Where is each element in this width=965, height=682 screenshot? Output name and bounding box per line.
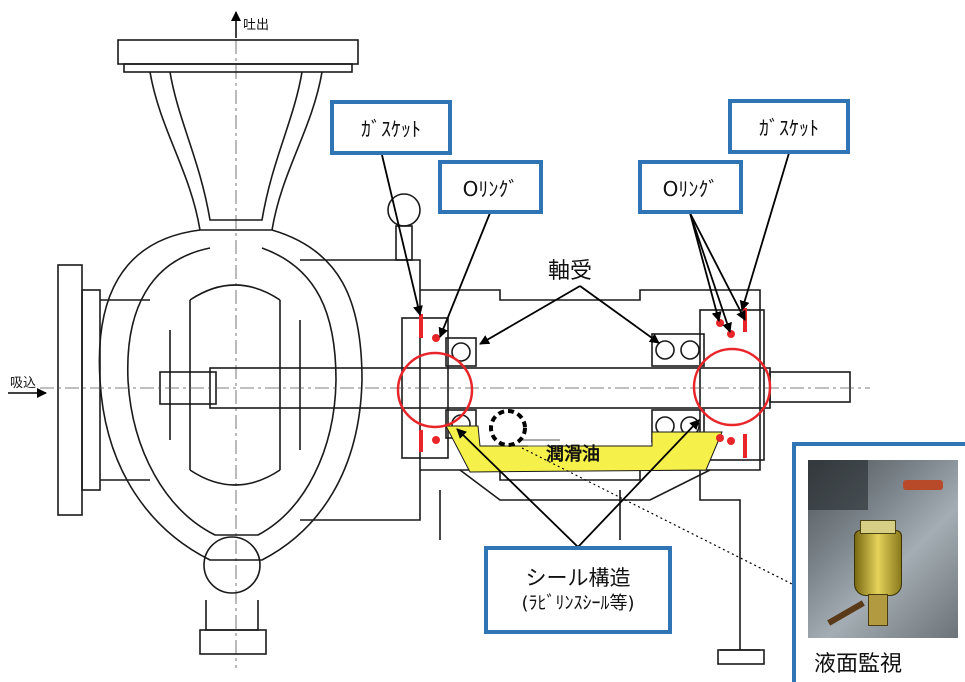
oring-callout-left: Oﾘﾝｸﾞ (438, 160, 543, 214)
gasket-callout-right: ｶﾞｽｹｯﾄ (728, 99, 850, 154)
seal-structure-subtitle: (ﾗﾋﾞﾘﾝｽｼｰﾙ等) (521, 592, 635, 614)
oil-to-photo-dotted-line (521, 447, 801, 589)
seal-circle-left (396, 351, 474, 429)
lubricating-oil-label: 潤滑油 (546, 444, 600, 465)
gasket-callout-left: ｶﾞｽｹｯﾄ (330, 100, 452, 155)
oring-label-left: Oﾘﾝｸﾞ (462, 176, 519, 201)
labyrinth-seal-dashed-circle (489, 409, 527, 447)
leader-lines (381, 152, 790, 548)
lubricating-oil-area (445, 425, 723, 473)
seal-circle-right (692, 347, 772, 427)
bearing-label: 軸受 (548, 259, 593, 284)
oring-callout-right: Oﾘﾝｸﾞ (638, 160, 743, 214)
oring-label-right: Oﾘﾝｸﾞ (662, 176, 719, 201)
discharge-label: 吐出 (243, 18, 270, 33)
oil-level-gauge-photo (808, 460, 958, 638)
gasket-label-right: ｶﾞｽｹｯﾄ (759, 116, 819, 140)
oil-level-mark (520, 439, 560, 447)
seal-structure-title: シール構造 (525, 565, 631, 590)
gasket-label-left: ｶﾞｽｹｯﾄ (361, 117, 421, 141)
oil-level-monitoring-caption: 液面監視 (814, 652, 903, 677)
suction-label: 吸込 (10, 376, 37, 391)
oil-level-photo-panel: 液面監視 (792, 442, 965, 682)
seal-structure-callout: シール構造 (ﾗﾋﾞﾘﾝｽｼｰﾙ等) (484, 546, 672, 634)
